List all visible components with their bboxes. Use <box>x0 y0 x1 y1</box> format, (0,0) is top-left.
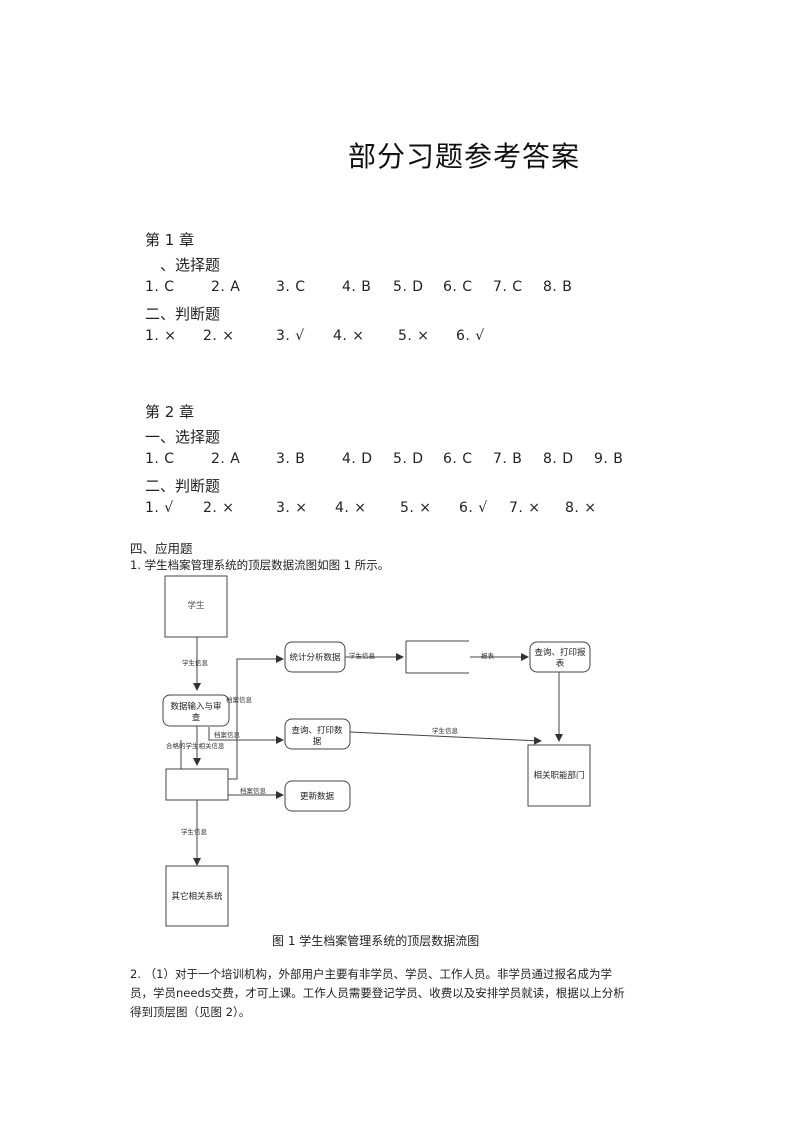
chapter1-heading: 第 1 章 <box>145 231 195 249</box>
chapter2-section2-heading: 二、判断题 <box>145 477 221 495</box>
node-update-data <box>284 780 351 812</box>
answer-item: 7. B <box>493 451 523 467</box>
answer-item: 5. × <box>398 328 430 344</box>
chapter1-section2-heading: 二、判断题 <box>145 305 221 323</box>
answer-item: 8. B <box>543 279 573 295</box>
answer-item: 7. C <box>493 279 523 295</box>
figure-caption: 图 1 学生档案管理系统的顶层数据流图 <box>272 934 480 948</box>
node-stats <box>284 641 346 673</box>
answer-item: 7. × <box>509 500 541 516</box>
answer-item: 1. × <box>145 328 177 344</box>
answer-item: 4. D <box>342 451 373 467</box>
answer-item: 5. × <box>400 500 432 516</box>
node-departments <box>527 744 591 807</box>
node-input-review-label-2: 查 <box>192 712 201 723</box>
answer-item: 5. D <box>393 451 424 467</box>
flow-label: 学生信息 <box>349 651 376 660</box>
flow-label: 学生信息 <box>432 726 459 735</box>
answer-item: 6. √ <box>459 500 488 516</box>
flow-label: 档案信息 <box>240 786 267 795</box>
answer-item: 2. A <box>211 451 241 467</box>
question2-text: 2. （1）对于一个培训机构，外部用户主要有非学员、学员、工作人员。非学员通过报… <box>130 967 625 1019</box>
question1-text: 1. 学生档案管理系统的顶层数据流图如图 1 所示。 <box>130 558 390 572</box>
node-query-print-report-label-1: 查询、打印报 <box>534 647 586 658</box>
answer-item: 1. C <box>145 279 175 295</box>
node-stats-label: 统计分析数据 <box>289 652 341 663</box>
node-other-systems-label: 其它相关系统 <box>171 891 223 902</box>
answer-item: 1. √ <box>145 500 174 516</box>
answer-item: 2. × <box>203 500 235 516</box>
answer-item: 8. × <box>565 500 597 516</box>
answer-item: 4. B <box>342 279 372 295</box>
node-departments-label: 相关职能部门 <box>533 770 584 781</box>
answer-item: 6. √ <box>456 328 485 344</box>
page-title: 部分习题参考答案 <box>348 140 581 173</box>
node-student-label: 学生 <box>187 600 205 611</box>
answer-item: 9. B <box>594 451 624 467</box>
section4-heading: 四、应用题 <box>130 541 193 556</box>
node-other-systems <box>165 865 229 927</box>
flow-label: 合格的学生相关信息 <box>166 741 225 750</box>
node-query-print-data <box>284 718 351 750</box>
flow-label: 档案信息 <box>226 695 253 704</box>
answer-item: 2. A <box>211 279 241 295</box>
chapter1-section1-heading: 、选择题 <box>160 256 221 274</box>
answer-item: 8. D <box>543 451 574 467</box>
answer-item: 5. D <box>393 279 424 295</box>
answer-item: 3. B <box>276 451 306 467</box>
answer-item: 3. C <box>276 279 306 295</box>
node-query-print-report-label-2: 表 <box>556 658 565 669</box>
node-input-review-label-1: 数据输入与审 <box>170 701 221 712</box>
flow-label: 学生信息 <box>181 827 208 836</box>
flow-label: 档案信息 <box>214 730 241 739</box>
flow-label: 报表 <box>481 651 495 660</box>
node-update-data-label: 更新数据 <box>300 791 335 802</box>
flow-label: 学生信息 <box>182 658 209 667</box>
answer-item: 6. C <box>443 451 473 467</box>
chapter2-section1-heading: 一、选择题 <box>145 428 221 446</box>
node-query-print-data-label-1: 查询、打印数 <box>291 725 343 736</box>
answer-item: 3. × <box>276 500 308 516</box>
answer-item: 6. C <box>443 279 473 295</box>
answer-item: 3. √ <box>276 328 305 344</box>
node-query-print-data-label-2: 据 <box>313 736 322 747</box>
answer-item: 4. × <box>335 500 367 516</box>
answer-item: 1. C <box>145 451 175 467</box>
node-input-review <box>162 694 230 727</box>
node-archive-store <box>165 768 229 801</box>
answer-item: 2. × <box>203 328 235 344</box>
chapter2-heading: 第 2 章 <box>145 403 195 421</box>
node-query-print-report <box>529 641 591 673</box>
node-student <box>164 575 228 638</box>
answer-item: 4. × <box>333 328 365 344</box>
